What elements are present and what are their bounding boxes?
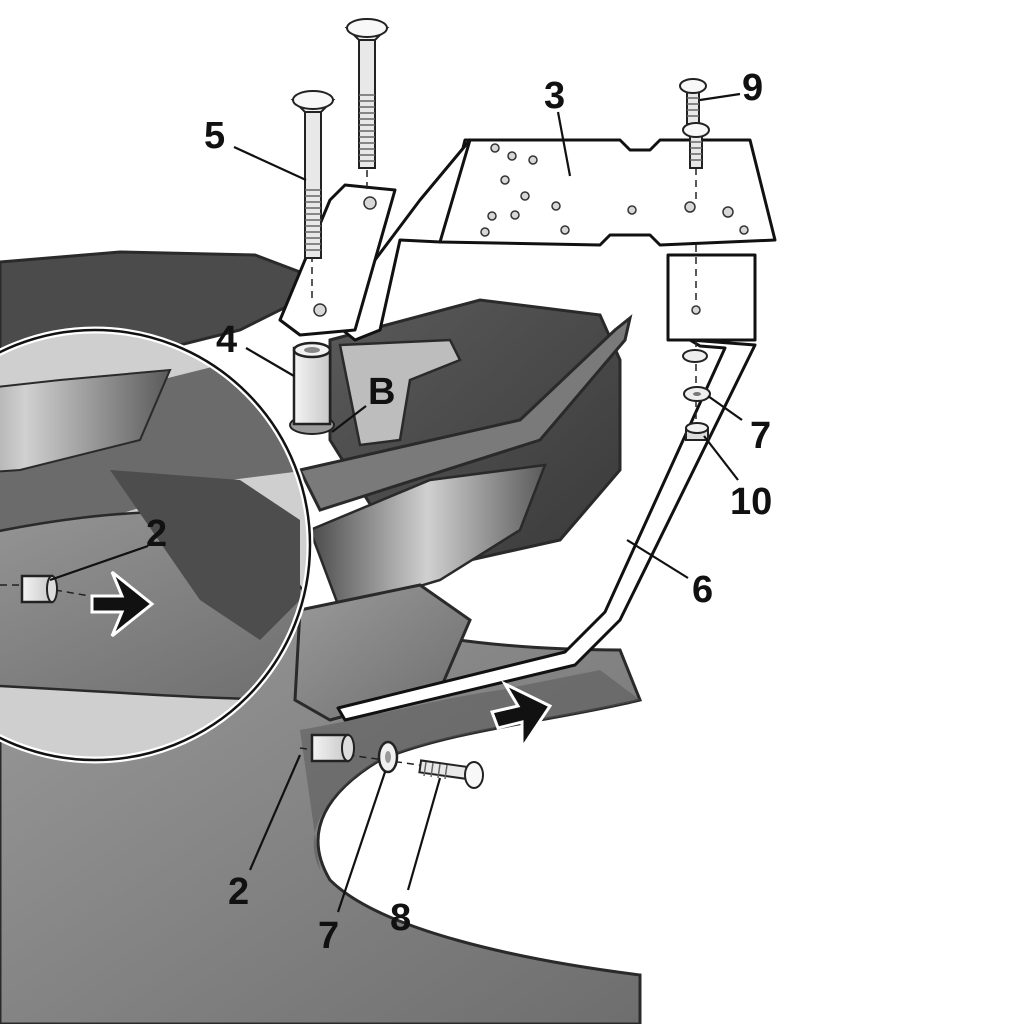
- washer-top: [682, 349, 708, 363]
- part-2-detail-spacer: [0, 574, 91, 604]
- label-part-7-right: 7: [750, 415, 771, 457]
- label-part-2-detail: 2: [146, 513, 167, 555]
- part-2-spacer: [310, 733, 355, 763]
- plate-holes: [313, 143, 749, 317]
- part-5-bolts: [290, 18, 390, 300]
- bolt-long-b: [344, 18, 390, 169]
- plate-3: [438, 138, 777, 247]
- bolt-long-a: [290, 90, 336, 259]
- label-part-9: 9: [742, 67, 763, 109]
- label-part-6: 6: [692, 569, 713, 611]
- bottom-hardware: [299, 733, 484, 789]
- label-part-b: B: [368, 371, 395, 413]
- bolt-short-a: [679, 78, 707, 125]
- grab-rail: [297, 314, 633, 512]
- frame-upright: [666, 253, 757, 342]
- part-6-frame: [336, 253, 757, 722]
- label-part-2-bottom: 2: [228, 871, 249, 913]
- label-part-8: 8: [390, 897, 411, 939]
- motorcycle-tail: [0, 250, 643, 1024]
- part-8-bolt: [418, 759, 484, 789]
- label-part-7-bottom: 7: [318, 915, 339, 957]
- label-part-5: 5: [204, 115, 225, 157]
- part-labels: 5 3 9 4 B 7 10 6 2 2 7 8: [146, 67, 772, 957]
- tail-shadow: [300, 670, 640, 870]
- part-4-spacer: [289, 341, 335, 435]
- label-part-3: 3: [544, 75, 565, 117]
- part-7-10-stack: [682, 340, 711, 441]
- label-part-4: 4: [216, 319, 237, 361]
- nut-10: [685, 422, 709, 441]
- leader-lines: [49, 92, 743, 913]
- inner-bracket: [338, 338, 462, 447]
- part-9-bolts: [679, 78, 710, 300]
- bolt-short-b: [682, 122, 710, 169]
- arrow-right-icon: [489, 680, 553, 753]
- frame-hole: [691, 305, 701, 315]
- label-part-10: 10: [730, 481, 772, 523]
- arrow-right-icon: [90, 570, 155, 638]
- frame-tube: [336, 338, 757, 722]
- plate-mount: [278, 183, 397, 337]
- part-7-washer: [377, 740, 399, 774]
